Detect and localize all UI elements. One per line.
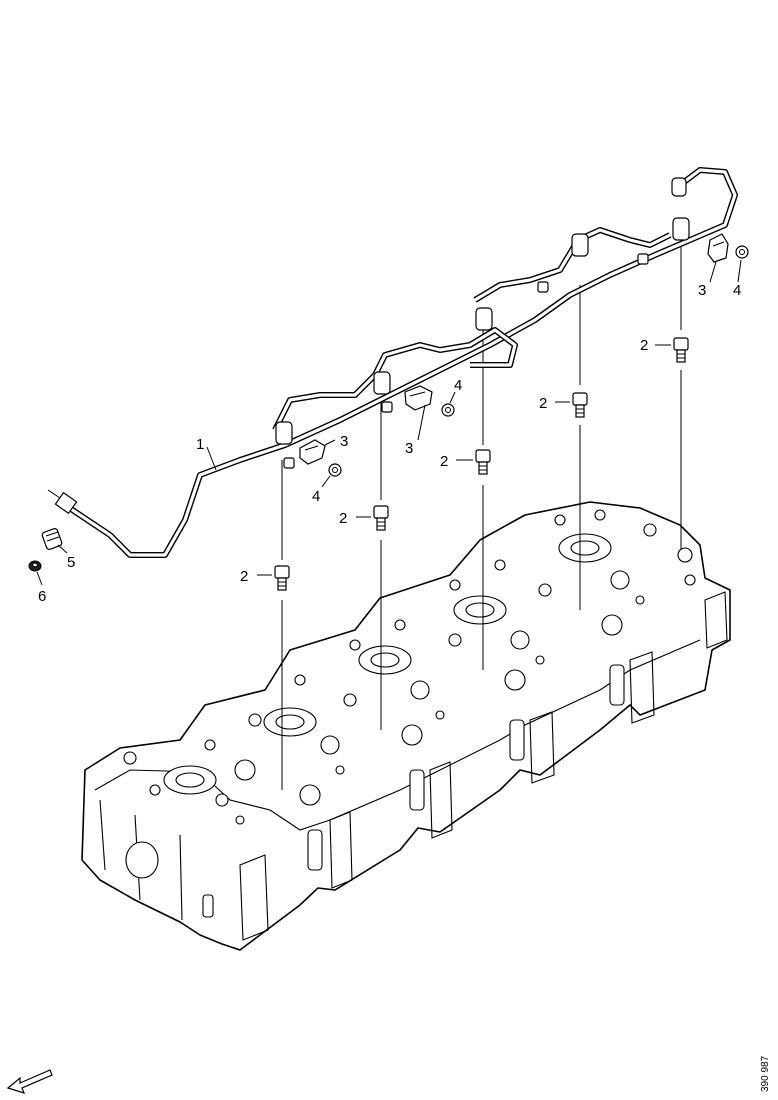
nut-2 — [441, 403, 455, 417]
callout-banjo-screw: 2 — [240, 568, 248, 585]
clamp-3 — [707, 233, 729, 263]
callout-clamp: 3 — [698, 282, 706, 299]
callout-nut: 4 — [733, 282, 741, 299]
callout-nut: 4 — [454, 377, 462, 394]
banjo-screw-4 — [572, 392, 588, 418]
callout-banjo-screw: 2 — [539, 395, 547, 412]
callout-banjo-screw: 2 — [440, 453, 448, 470]
callout-nut: 4 — [312, 488, 320, 505]
fuel-pipe — [47, 167, 738, 558]
cylinder-head — [81, 501, 731, 951]
clamp-2 — [404, 385, 433, 411]
nipple — [41, 528, 63, 550]
callout-washer: 6 — [38, 588, 46, 605]
clamp-1 — [299, 439, 326, 465]
nut-3 — [735, 245, 749, 259]
banjo-screw-3 — [475, 449, 491, 475]
callout-banjo-screw: 2 — [339, 510, 347, 527]
leader-lines — [36, 259, 742, 586]
callout-banjo-screw: 2 — [640, 337, 648, 354]
banjo-screw-5 — [673, 337, 689, 363]
banjo-screw-2 — [373, 505, 389, 531]
callout-nipple: 5 — [67, 554, 75, 571]
callouts: 1 2 2 2 2 2 3 3 3 4 4 4 5 6 — [38, 282, 741, 605]
callout-fuel-pipe: 1 — [196, 436, 204, 453]
nut-1 — [328, 463, 342, 477]
callout-clamp: 3 — [405, 440, 413, 457]
direction-arrow-icon — [6, 1069, 53, 1094]
callout-clamp: 3 — [340, 433, 348, 450]
reference-number: 390 987 — [760, 1055, 771, 1092]
washer — [28, 560, 42, 572]
banjo-screw-1 — [274, 565, 290, 591]
